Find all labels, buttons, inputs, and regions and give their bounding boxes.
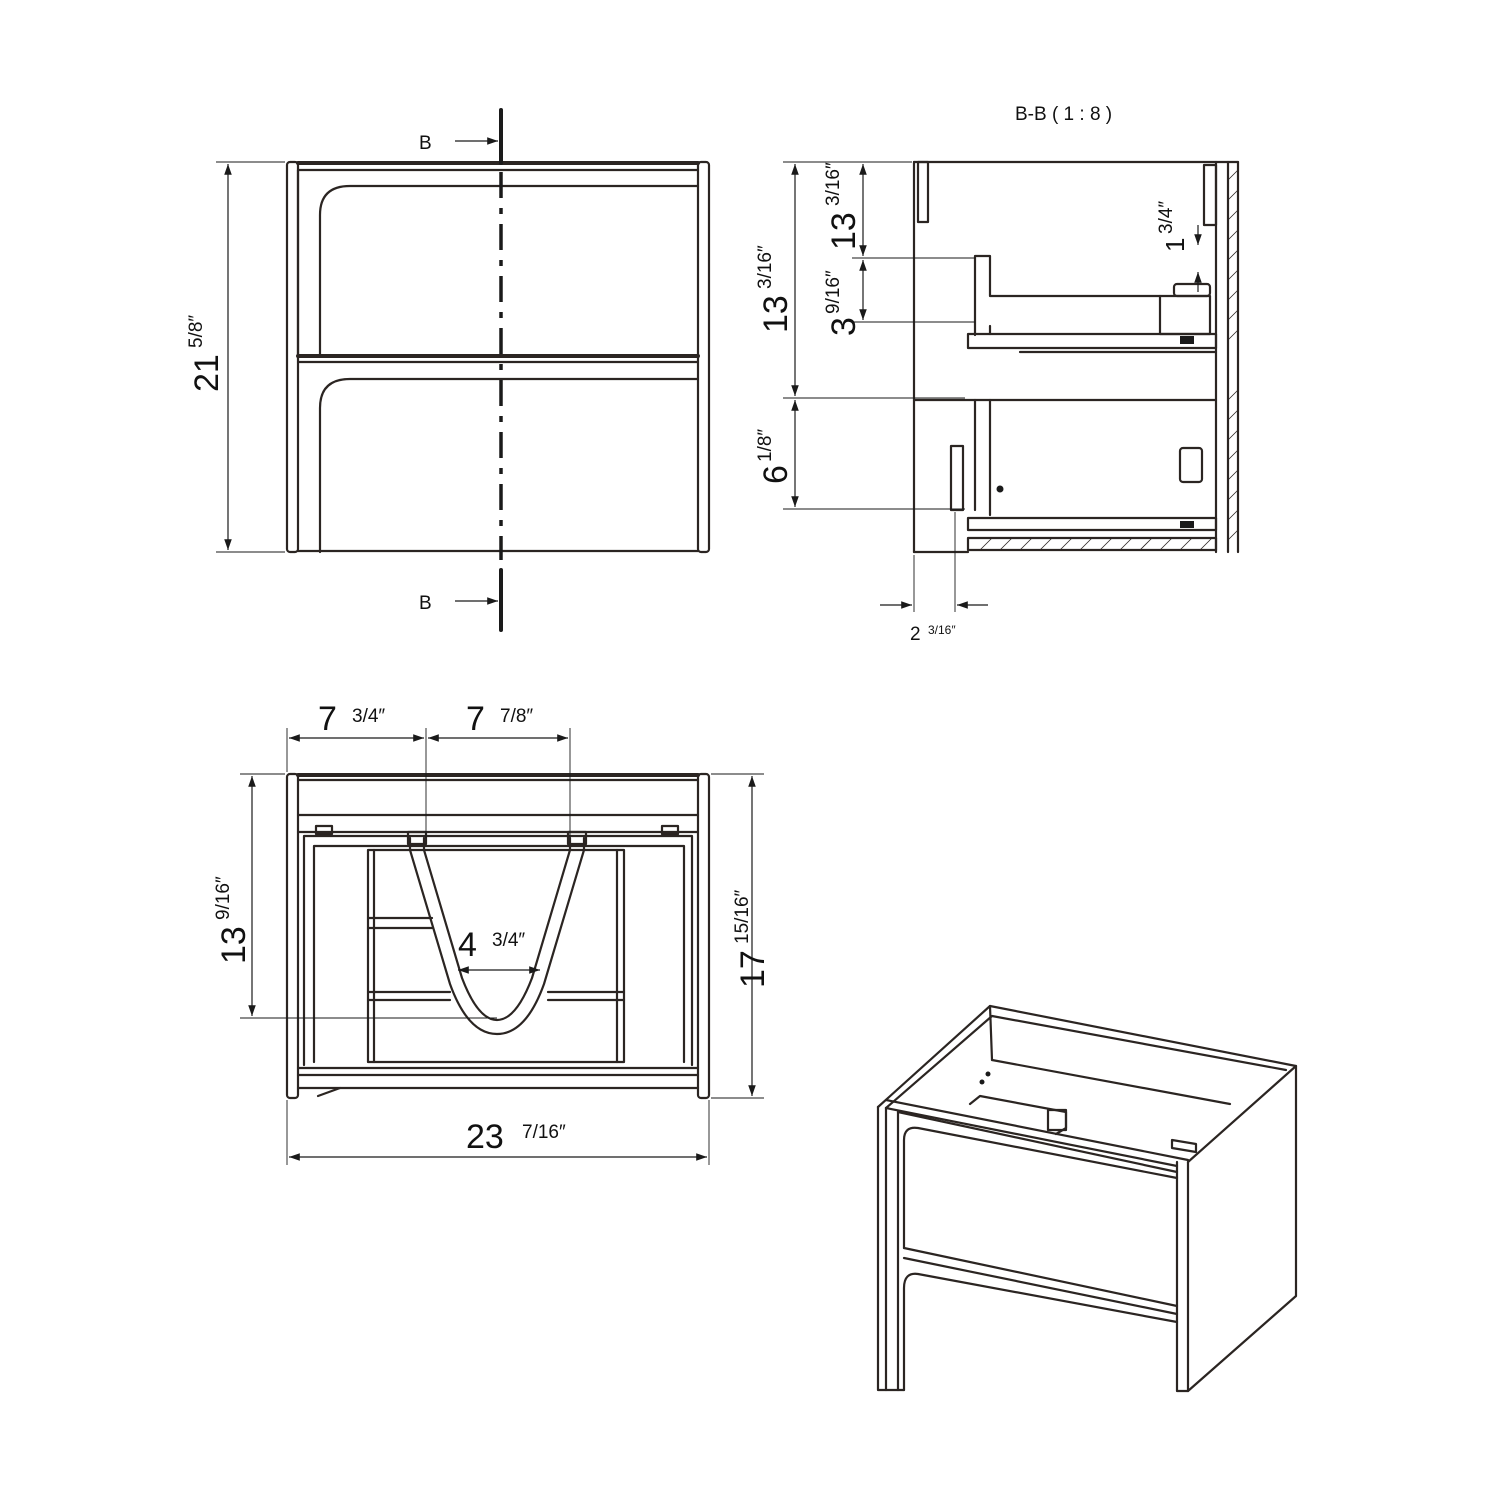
svg-text:13: 13 [215, 926, 253, 964]
svg-text:13: 13 [757, 295, 795, 333]
svg-text:23: 23 [466, 1118, 504, 1156]
svg-text:3/4″: 3/4″ [352, 706, 385, 727]
front-view: B B 21 5/8″ [186, 108, 711, 632]
svg-text:9/16″: 9/16″ [213, 876, 234, 920]
top-view: 7 3/4″ 7 7/8″ 4 3/4″ 13 9/16″ 17 15/16″ [213, 700, 772, 1165]
dim-top-left-width: 7 3/4″ [318, 700, 385, 738]
svg-text:1: 1 [1160, 238, 1190, 252]
dim-section-offset: 2 3/16″ [910, 623, 956, 645]
svg-text:3/16″: 3/16″ [928, 623, 956, 637]
dim-top-cutout-depth: 13 9/16″ [213, 876, 253, 964]
section-title: B-B ( 1 : 8 ) [1015, 104, 1112, 125]
section-marker-top: B [419, 133, 432, 154]
svg-text:7/16″: 7/16″ [522, 1122, 566, 1143]
svg-text:3: 3 [825, 317, 863, 336]
svg-text:7/8″: 7/8″ [500, 706, 533, 727]
dim-total-height: 21 5/8″ [186, 315, 226, 392]
svg-text:21: 21 [188, 354, 226, 392]
dim-section-inner: 13 3/16″ [823, 162, 863, 250]
dim-section-lower: 6 1/8″ [755, 429, 795, 484]
dim-top-cutout-bottom: 4 3/4″ [458, 926, 525, 964]
dim-section-drawer-depth: 3 9/16″ [823, 270, 863, 336]
svg-text:17: 17 [734, 950, 772, 988]
svg-text:7: 7 [466, 700, 485, 738]
svg-text:5/8″: 5/8″ [186, 315, 207, 348]
front-lower-drawer [318, 377, 700, 554]
svg-text:9/16″: 9/16″ [823, 270, 844, 314]
svg-text:3/16″: 3/16″ [823, 162, 844, 206]
svg-text:3/4″: 3/4″ [1156, 201, 1177, 234]
section-marker-bottom: B [419, 593, 432, 614]
svg-text:2: 2 [910, 624, 921, 645]
front-upper-drawer [318, 184, 700, 356]
dim-section-upper: 13 3/16″ [755, 245, 795, 333]
svg-text:6: 6 [757, 465, 795, 484]
svg-text:3/4″: 3/4″ [492, 930, 525, 951]
svg-text:3/16″: 3/16″ [755, 245, 776, 289]
svg-text:7: 7 [318, 700, 337, 738]
plumbing-cutout [408, 836, 586, 1036]
dim-top-depth: 17 15/16″ [732, 889, 772, 988]
svg-text:13: 13 [825, 212, 863, 250]
dim-top-width: 23 7/16″ [466, 1118, 566, 1156]
isometric-view [876, 1004, 1298, 1393]
svg-text:4: 4 [458, 926, 477, 964]
dim-section-gap: 1 3/4″ [1156, 201, 1190, 252]
dim-top-cutout-width: 7 7/8″ [466, 700, 533, 738]
section-view: B-B ( 1 : 8 ) [755, 104, 1240, 645]
svg-text:1/8″: 1/8″ [755, 429, 776, 462]
svg-text:15/16″: 15/16″ [732, 889, 753, 944]
